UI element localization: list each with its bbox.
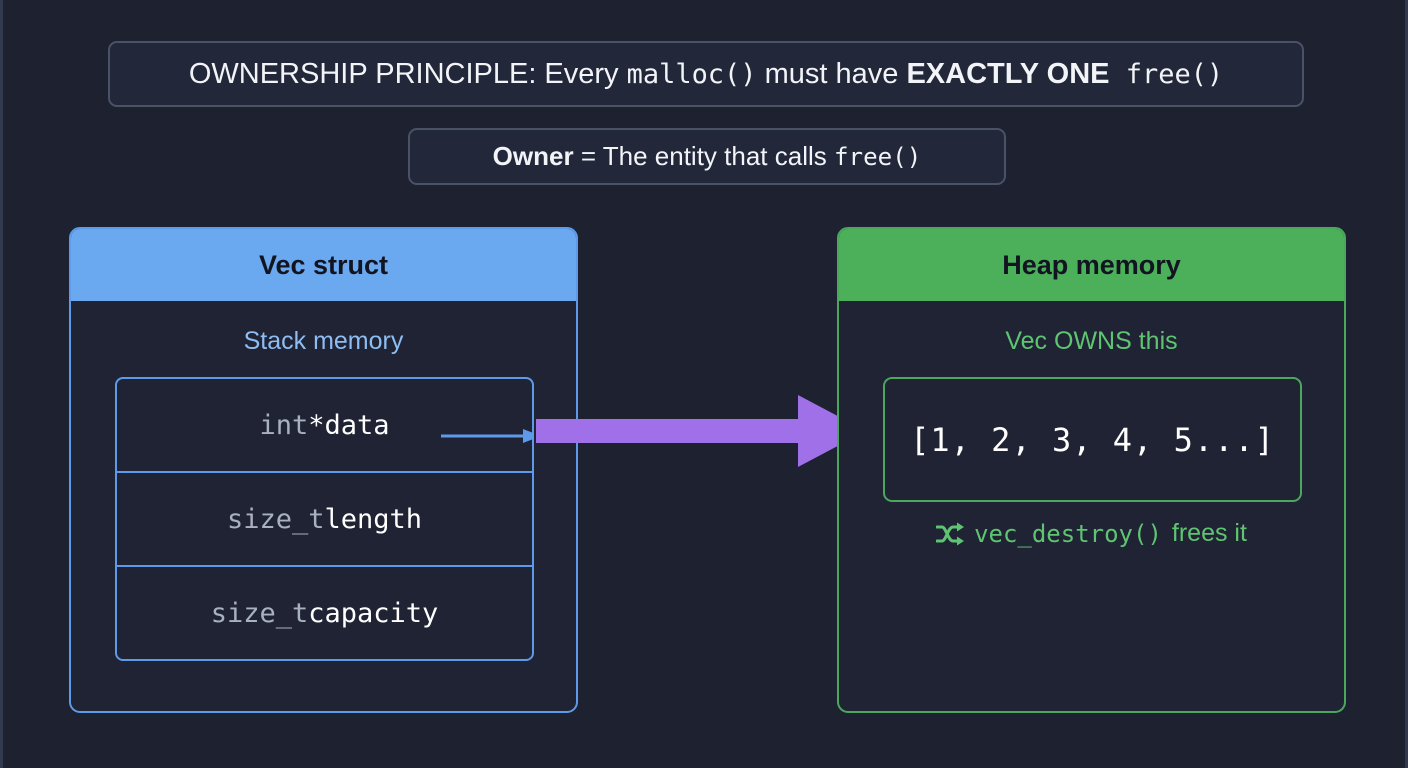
vec-field-data-type: int <box>259 409 309 441</box>
vec-struct-title: Vec struct <box>258 249 389 280</box>
ownership-arrow <box>536 395 866 467</box>
vec-field-data-name: *data <box>308 409 390 441</box>
vec-field-length-name: length <box>324 503 423 535</box>
vec-fields-table: int *data size_t length size_t capacity <box>115 377 534 661</box>
principle-free-code: free() <box>1109 58 1224 90</box>
vec-struct-panel: Vec struct Stack memory int *data size_t… <box>69 227 578 713</box>
vec-owns-this-subtitle: Vec OWNS this <box>1005 327 1178 355</box>
ownership-principle-banner: OWNERSHIP PRINCIPLE: Every malloc() must… <box>108 41 1304 107</box>
vec-field-length-type: size_t <box>226 503 325 535</box>
stack-memory-subtitle: Stack memory <box>243 327 404 355</box>
heap-memory-header: Heap memory <box>839 229 1344 301</box>
owner-term-text: Owner <box>492 141 574 171</box>
vec-field-data: int *data <box>117 379 532 473</box>
heap-free-note: vec_destroy() frees it <box>839 519 1344 548</box>
heap-memory-panel: Heap memory Vec OWNS this [1, 2, 3, 4, 5… <box>837 227 1346 713</box>
vec-field-capacity: size_t capacity <box>117 567 532 659</box>
principle-malloc-code: malloc() <box>626 58 757 90</box>
heap-note-code: vec_destroy() <box>974 519 1162 548</box>
heap-array-value: [1, 2, 3, 4, 5...] <box>910 420 1275 459</box>
vec-field-capacity-name: capacity <box>308 597 439 629</box>
heap-memory-title: Heap memory <box>1002 249 1181 280</box>
vec-struct-header: Vec struct <box>71 229 576 301</box>
principle-lead-text: OWNERSHIP PRINCIPLE: Every <box>188 57 627 90</box>
principle-emphasis-text: EXACTLY ONE <box>906 57 1110 90</box>
heap-array-box: [1, 2, 3, 4, 5...] <box>883 377 1302 502</box>
pointer-arrow-icon <box>441 429 532 443</box>
vec-field-length: size_t length <box>117 473 532 567</box>
shuffle-icon <box>936 522 965 545</box>
owner-definition-banner: Owner = The entity that calls free() <box>408 128 1006 185</box>
vec-field-capacity-type: size_t <box>210 597 309 629</box>
heap-note-text: frees it <box>1171 519 1247 547</box>
principle-mid-text: must have <box>756 57 907 90</box>
owner-definition-text: = The entity that calls <box>573 141 834 171</box>
owner-free-code: free() <box>833 142 922 171</box>
